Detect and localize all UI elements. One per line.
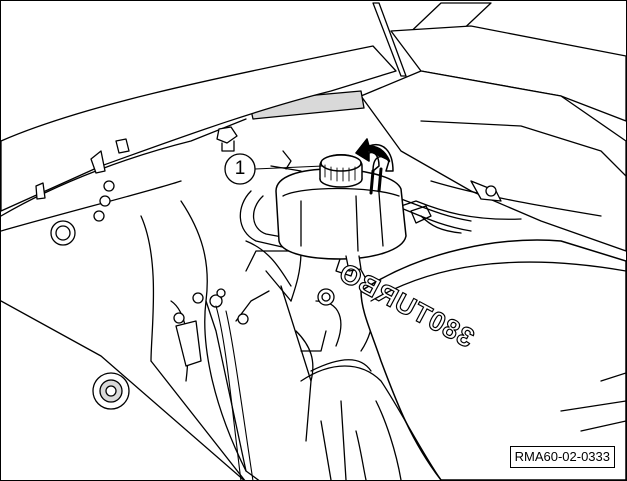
reservoir-cap xyxy=(319,154,363,188)
callout-marker xyxy=(224,153,324,185)
callout-number: 1 xyxy=(234,158,246,179)
strut-bolt xyxy=(216,126,238,152)
open-hood xyxy=(248,2,626,252)
left-fender xyxy=(1,45,397,480)
curved-up-arrow-icon xyxy=(355,138,394,195)
engine-cover xyxy=(300,239,626,480)
coolant-reservoir xyxy=(275,168,407,272)
figure-reference-code: RMA60-02-0333 xyxy=(509,446,615,468)
